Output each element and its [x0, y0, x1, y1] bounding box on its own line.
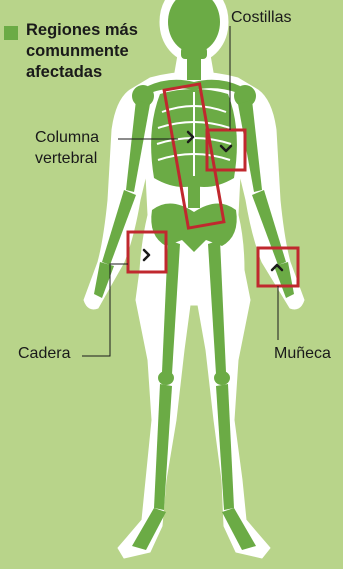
- label-cadera: Cadera: [18, 345, 70, 363]
- legend-text: Regiones más comunmente afectadas: [26, 20, 138, 83]
- label-muneca: Muñeca: [274, 345, 331, 363]
- legend-swatch: [4, 26, 18, 40]
- label-costillas: Costillas: [231, 9, 291, 27]
- label-columna-vertebral: Columna vertebral: [35, 127, 99, 169]
